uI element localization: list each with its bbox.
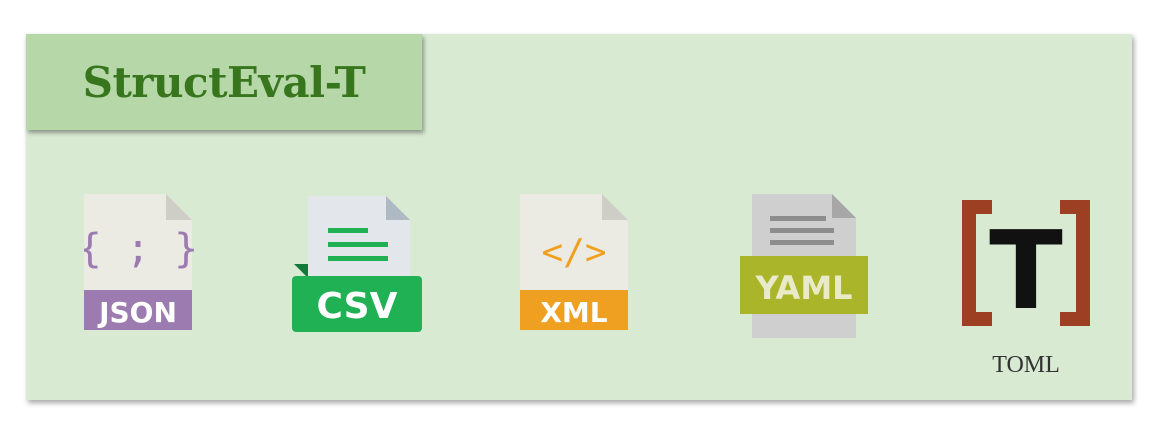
toml-label: TOML	[992, 352, 1060, 378]
csv-file-icon: CSV	[290, 196, 426, 336]
toml-logo-icon: T	[962, 198, 1094, 328]
diagram-title: StructEval-T	[82, 57, 366, 107]
json-label: JSON	[97, 296, 177, 329]
xml-file-icon: </> XML	[520, 194, 632, 334]
json-glyph: { ; }	[84, 226, 196, 272]
xml-glyph: </>	[541, 232, 606, 273]
json-file-icon: { ; } JSON	[84, 194, 196, 334]
yaml-file-icon: YAML	[740, 194, 872, 340]
csv-label: CSV	[317, 286, 398, 327]
xml-label: XML	[540, 296, 607, 329]
title-box: StructEval-T	[26, 34, 422, 130]
yaml-label: YAML	[754, 269, 852, 307]
toml-logo-letter: T	[989, 209, 1063, 328]
